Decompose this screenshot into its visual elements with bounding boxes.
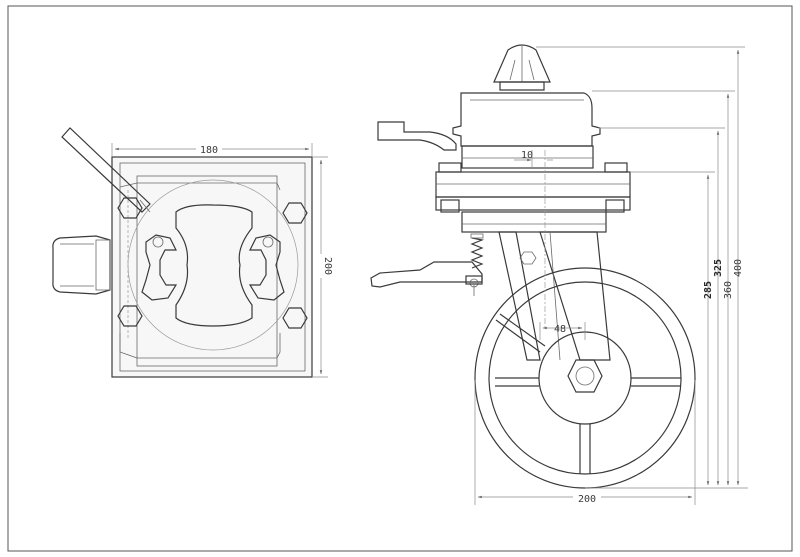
plan-dimensions: 180 200 — [111, 143, 333, 378]
plan-height-label: 200 — [322, 257, 333, 275]
side-dimensions: 10 48 200 285 325 360 400 — [474, 46, 748, 505]
height-285-label: 285 — [703, 281, 714, 299]
wheel-diameter-label: 200 — [578, 494, 596, 505]
height-400-label: 400 — [733, 259, 744, 277]
sheet-border — [7, 5, 793, 552]
height-325-label: 325 — [713, 259, 724, 277]
offset-label: 10 — [521, 150, 533, 161]
plan-width-label: 180 — [200, 145, 218, 156]
side-view — [370, 44, 696, 489]
height-360-label: 360 — [723, 281, 734, 299]
wheel-offset-label: 48 — [554, 324, 566, 335]
plan-view — [52, 127, 313, 378]
